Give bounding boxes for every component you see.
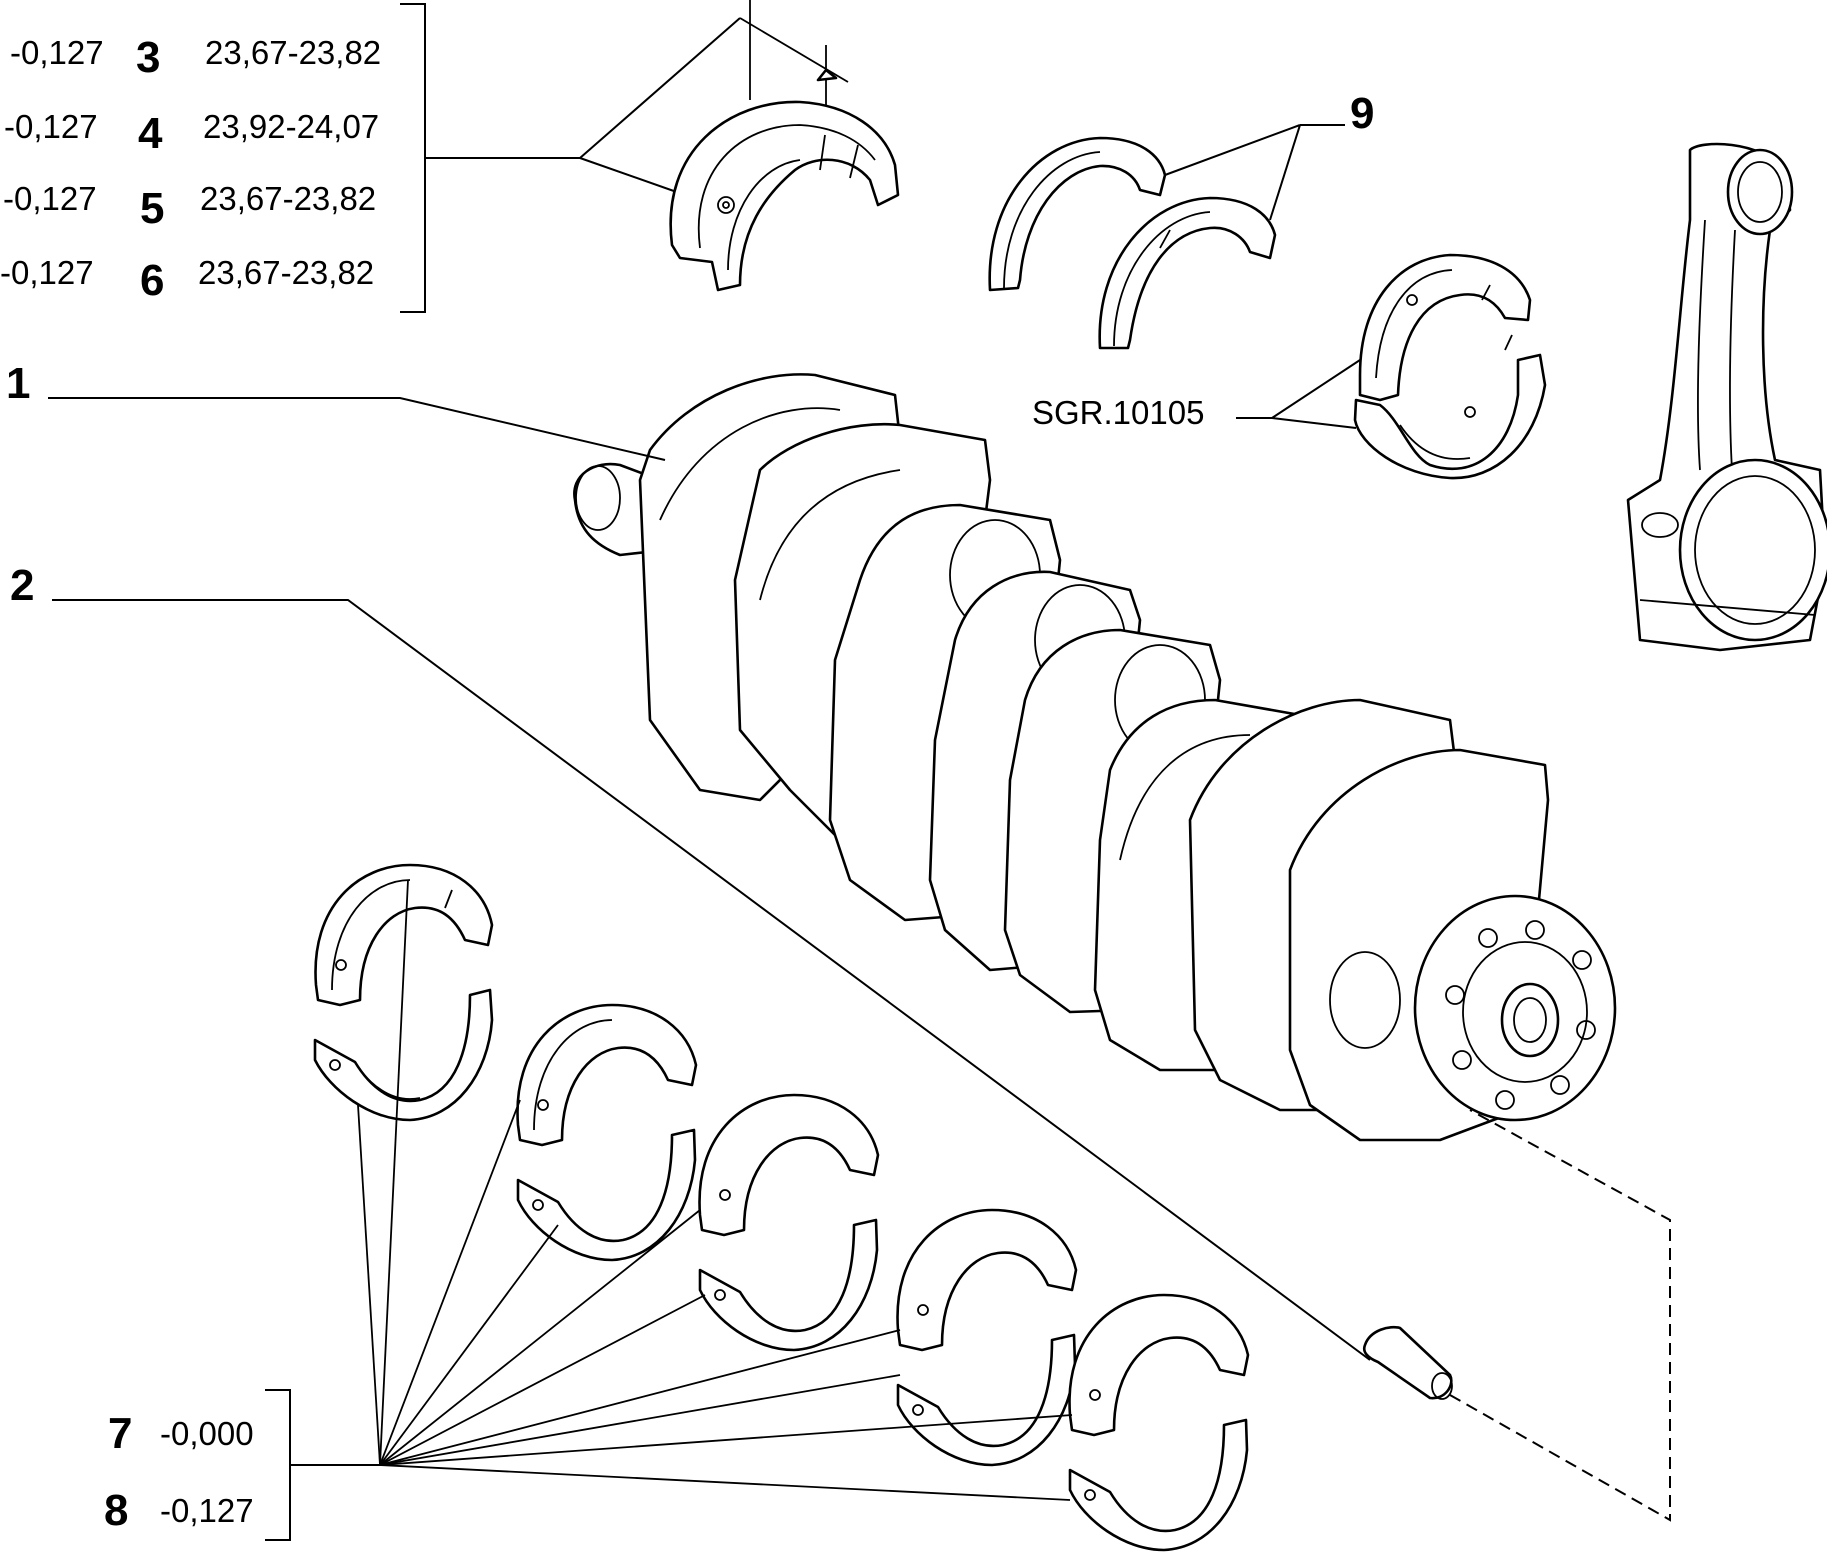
bottom-tolerance-table: 7 -0,000 8 -0,127 <box>104 1389 380 1541</box>
callout-8: 8 <box>104 1486 128 1535</box>
callout-3: 3 <box>136 33 160 82</box>
reference-code: SGR.10105 <box>1032 394 1204 431</box>
tol-row-4: -0,127 <box>4 108 98 145</box>
lower-bearing-shells <box>313 863 1250 1552</box>
callout-1: 1 <box>6 359 30 408</box>
range-row-4: 23,92-24,07 <box>203 108 379 145</box>
callout-9: 9 <box>1350 89 1374 138</box>
tol-row-8: -0,127 <box>160 1492 254 1529</box>
tol-row-7: -0,000 <box>160 1415 254 1452</box>
range-row-3: 23,67-23,82 <box>205 34 381 71</box>
main-bearing-shell-top <box>669 0 900 292</box>
dowel-pin <box>1362 1109 1671 1522</box>
bottom-leader-fan <box>357 879 1073 1501</box>
leader-2 <box>52 599 1371 1361</box>
range-row-6: 23,67-23,82 <box>198 254 374 291</box>
callout-6: 6 <box>140 256 164 305</box>
dowel-location-dash <box>1449 1109 1671 1522</box>
tol-row-3: -0,127 <box>10 34 104 71</box>
crankshaft <box>573 373 1617 1142</box>
thrust-washers: 9 <box>988 89 1374 350</box>
callout-4: 4 <box>138 109 163 158</box>
top-bracket <box>400 3 426 313</box>
tol-row-6: -0,127 <box>0 254 94 291</box>
connecting-rod <box>1626 142 1827 652</box>
callout-5: 5 <box>140 184 164 233</box>
conrod-bearing-shells: SGR.10105 <box>1032 253 1547 480</box>
leader-1 <box>48 397 666 461</box>
callout-2: 2 <box>10 561 34 610</box>
tol-row-5: -0,127 <box>3 180 97 217</box>
bottom-bracket <box>265 1389 291 1541</box>
range-row-5: 23,67-23,82 <box>200 180 376 217</box>
callout-7: 7 <box>108 1409 132 1458</box>
top-tolerance-table: -0,127 3 23,67-23,82 -0,127 4 23,92-24,0… <box>0 3 741 313</box>
